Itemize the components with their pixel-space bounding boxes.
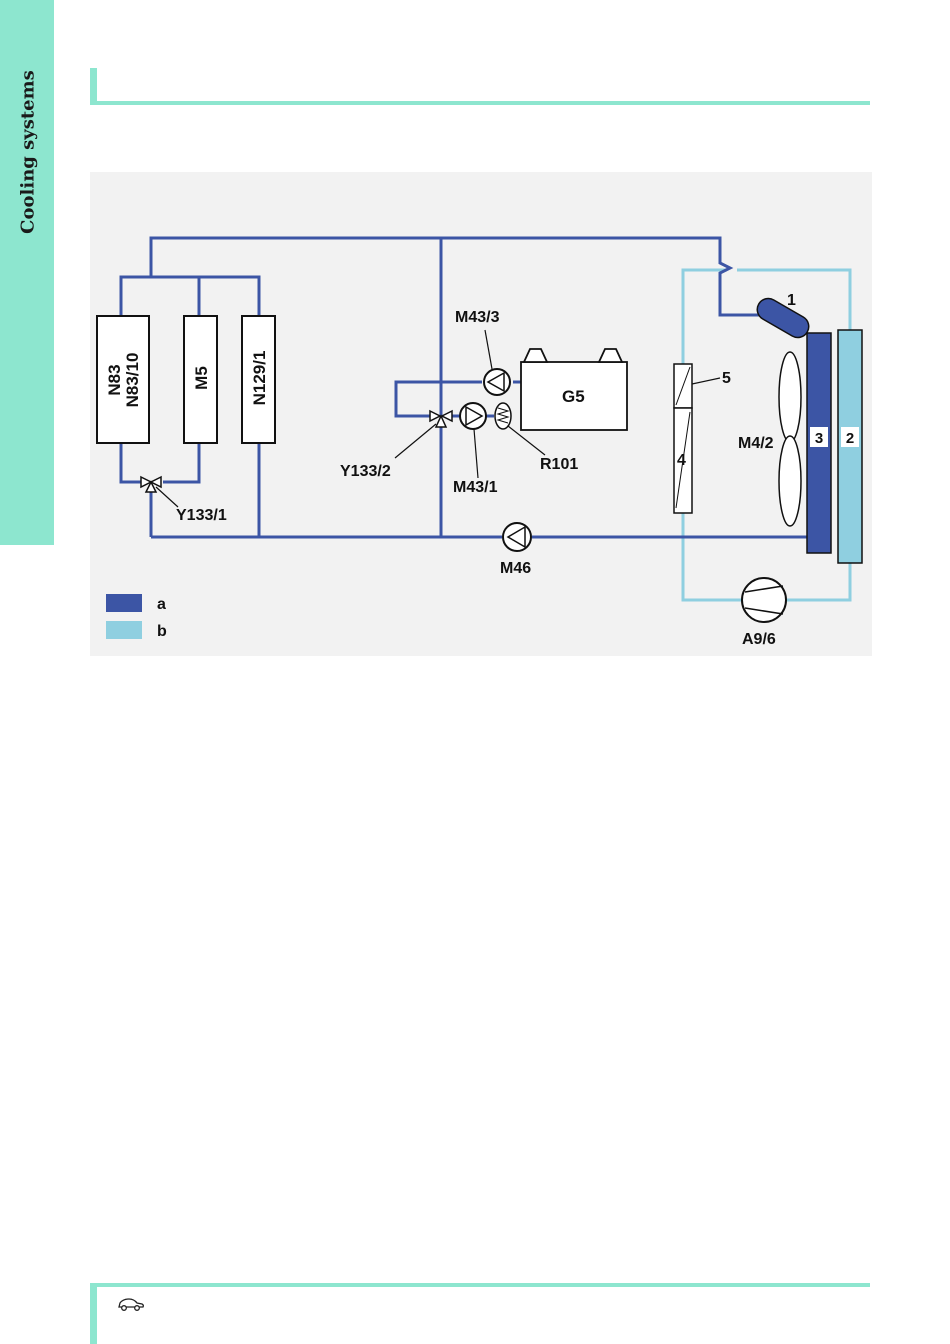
label-n83-10: N83/10 — [123, 353, 142, 408]
label-r101: R101 — [540, 456, 578, 473]
compressor-a9-6 — [742, 578, 786, 622]
label-y133-1: Y133/1 — [176, 507, 227, 524]
label-m5: M5 — [192, 366, 211, 390]
label-m43-1: M43/1 — [453, 479, 498, 496]
legend-swatch-b — [106, 621, 142, 639]
label-m43-3: M43/3 — [455, 309, 500, 326]
legend-swatch-a — [106, 594, 142, 612]
legend-label-a: a — [157, 596, 166, 613]
footer-accent-bar — [90, 1283, 97, 1344]
car-icon — [117, 1296, 145, 1312]
label-m46: M46 — [500, 560, 531, 577]
label-4: 4 — [677, 452, 686, 469]
label-n129-1: N129/1 — [250, 351, 269, 406]
label-3: 3 — [815, 430, 823, 447]
label-g5: G5 — [562, 387, 585, 406]
label-a9-6: A9/6 — [742, 631, 776, 648]
label-2: 2 — [846, 430, 854, 447]
footer-rule — [90, 1283, 870, 1287]
fan-m4-2-upper-blade — [779, 352, 801, 442]
label-5: 5 — [722, 370, 731, 387]
label-y133-2: Y133/2 — [340, 463, 391, 480]
label-m4-2: M4/2 — [738, 435, 774, 452]
label-1: 1 — [787, 292, 796, 309]
label-n83: N83 — [105, 364, 124, 395]
legend-label-b: b — [157, 623, 167, 640]
fan-m4-2-lower-blade — [779, 436, 801, 526]
